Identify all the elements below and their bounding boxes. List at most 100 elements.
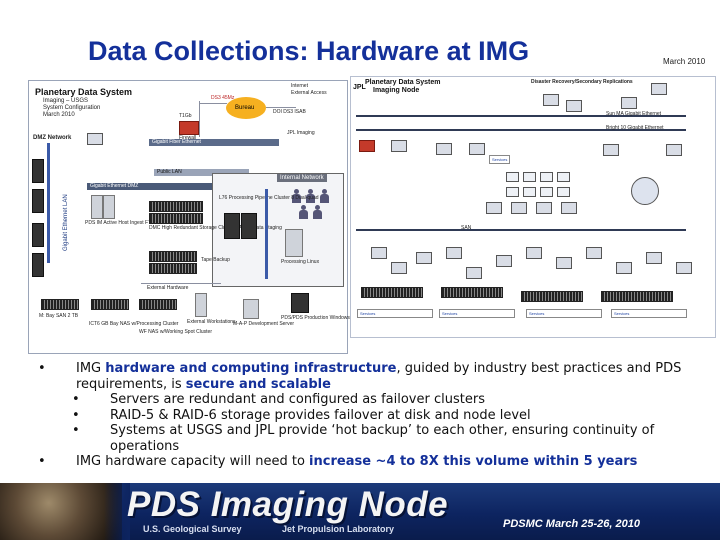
external-hardware-label: External Hardware bbox=[147, 285, 189, 291]
footer-image-fade bbox=[0, 483, 130, 540]
gigabit-ethernet-vertical-label: Gigabit Ethernet LAN bbox=[63, 194, 69, 251]
firewall-label: Firewall bbox=[179, 135, 197, 141]
san-label-right: SAN bbox=[461, 225, 472, 231]
storage-rack-icon bbox=[149, 201, 203, 212]
link-line bbox=[199, 101, 200, 137]
bullet-text: IMG hardware capacity will need to bbox=[76, 454, 310, 469]
pds-windows-server-icon bbox=[291, 293, 309, 313]
storage-node-icon bbox=[616, 262, 632, 274]
tape-rack-icon bbox=[149, 263, 197, 274]
jpl-title-line-2: Imaging Node bbox=[373, 87, 420, 94]
external-workstation-icon bbox=[195, 293, 207, 317]
service-callout: Services bbox=[526, 309, 602, 318]
storage-cloud-icon bbox=[631, 177, 659, 205]
usgs-title-line-3: System Configuration bbox=[43, 105, 101, 111]
bullet-item: •IMG hardware and computing infrastructu… bbox=[38, 361, 708, 392]
workstation-user-icon bbox=[312, 205, 322, 219]
wf-nas-label: WF NAS w/Working Spot Cluster bbox=[139, 329, 212, 335]
bullet-item: •IMG hardware capacity will need to incr… bbox=[38, 454, 708, 470]
storage-node-icon bbox=[526, 247, 542, 259]
t1-label: T1Gb bbox=[179, 113, 192, 119]
footer-conference: PDSMC March 25-26, 2010 bbox=[503, 518, 640, 530]
usgs-system-diagram: Planetary Data System Imaging – USGS Sys… bbox=[28, 80, 350, 354]
internal-ethernet-trunk bbox=[265, 189, 268, 279]
ds3-label: DS3 45Mz bbox=[211, 95, 235, 101]
pipeline-cluster-icon bbox=[224, 213, 240, 239]
dmz-label: DMZ Network bbox=[33, 135, 72, 141]
external-hardware-line bbox=[141, 283, 221, 284]
tape-rack-icon bbox=[149, 251, 197, 262]
pipeline-cluster-icon bbox=[241, 213, 257, 239]
jpl-imaging-label: JPL Imaging bbox=[287, 130, 315, 136]
pds-active-server-icon bbox=[91, 195, 103, 219]
jpl-diagram-title: Planetary Data System Imaging Node bbox=[365, 79, 440, 95]
top-backbone-line bbox=[356, 115, 686, 117]
highlighted-text: hardware and computing infrastructure bbox=[105, 361, 397, 376]
dmz-server-icon bbox=[32, 159, 44, 183]
external-access-label: External Access bbox=[291, 90, 327, 96]
jpl-server-icon bbox=[603, 144, 619, 156]
slide-title: Data Collections: Hardware at IMG bbox=[88, 36, 530, 66]
workstation-user-icon bbox=[305, 189, 315, 203]
footer-title: PDS Imaging Node bbox=[127, 485, 449, 524]
jpl-node-icon bbox=[561, 202, 577, 214]
jpl-router-icon bbox=[391, 140, 407, 152]
jpl-node-icon bbox=[536, 202, 552, 214]
disaster-recovery-label: Disaster Recovery/Secondary Replications bbox=[531, 79, 633, 85]
san-rack-icon bbox=[41, 299, 79, 310]
san-label: M: Bay SAN 2 TB bbox=[39, 313, 79, 319]
fiber-ethernet-bar: Gigabit Fiber Ethernet bbox=[149, 139, 279, 146]
jpl-workstation-icon bbox=[540, 187, 553, 197]
l76-label: L76 Processing Pipeline Cluster 8 Dual-q… bbox=[219, 195, 319, 201]
workstation-user-icon bbox=[319, 189, 329, 203]
jpl-workstation-icon bbox=[523, 172, 536, 182]
jpl-label: JPL bbox=[353, 84, 366, 91]
storage-node-icon bbox=[496, 255, 512, 267]
doi-label: DOI DS3 ISAB bbox=[273, 109, 306, 115]
dmc-label: DMC High Redundant Storage Cluster RAID … bbox=[149, 225, 282, 231]
jpl-workstation-icon bbox=[557, 172, 570, 182]
bullet-glyph: • bbox=[72, 423, 80, 438]
jpl-workstation-icon bbox=[540, 172, 553, 182]
bullet-text: RAID-5 & RAID-6 storage provides failove… bbox=[110, 407, 531, 423]
pds-active-server-icon bbox=[103, 195, 115, 219]
highlighted-text: secure and scalable bbox=[185, 376, 331, 392]
jpl-workstation-icon bbox=[557, 187, 570, 197]
bullet-text: Servers are redundant and configured as … bbox=[110, 392, 485, 407]
firewall-icon bbox=[179, 121, 199, 135]
mid-bar-label: Bright 10 Gigabit Ethernet bbox=[606, 125, 664, 131]
jpl-workstation-icon bbox=[506, 172, 519, 182]
jpl-title-line-1: Planetary Data System bbox=[365, 79, 441, 86]
map-dev-server-icon bbox=[243, 299, 259, 319]
tape-backup-label: Tape Backup bbox=[201, 257, 230, 263]
storage-rack-icon bbox=[149, 213, 203, 224]
jpl-node-icon bbox=[511, 202, 527, 214]
storage-node-icon bbox=[586, 247, 602, 259]
link-line bbox=[199, 103, 227, 104]
bullet-text: IMG bbox=[76, 361, 106, 376]
bullet-glyph: • bbox=[72, 407, 80, 423]
storage-node-icon bbox=[371, 247, 387, 259]
service-callout: Services bbox=[611, 309, 687, 318]
jpl-rack-icon bbox=[521, 291, 583, 302]
footer-usgs-label: U.S. Geological Survey bbox=[143, 524, 242, 534]
usgs-diagram-title: Planetary Data System bbox=[35, 87, 132, 97]
dmz-server-icon bbox=[32, 189, 44, 213]
storage-node-icon bbox=[676, 262, 692, 274]
processing-linux-icon bbox=[285, 229, 303, 257]
sub-bullet-item: • Systems at USGS and JPL provide ‘hot ba… bbox=[38, 423, 708, 454]
top-bar-label: Sun MA Gigabit Ethernet bbox=[606, 111, 662, 117]
workstation-user-icon bbox=[298, 205, 308, 219]
processing-linux-label: Processing Linux bbox=[281, 259, 320, 265]
jpl-switch-icon bbox=[469, 143, 485, 155]
internet-label: Internet bbox=[291, 83, 308, 89]
footer-banner: PDS Imaging Node U.S. Geological Survey … bbox=[0, 483, 720, 540]
workstation-user-icon bbox=[291, 189, 301, 203]
service-callout: Services bbox=[489, 155, 511, 164]
storage-node-icon bbox=[466, 267, 482, 279]
bullet-text: Systems at USGS and JPL provide ‘hot bac… bbox=[110, 423, 655, 454]
mid-backbone-line bbox=[356, 129, 686, 131]
pds-active-label: PDS IM Active Host Ingest FTP Server bbox=[85, 220, 171, 226]
link-line bbox=[266, 107, 296, 108]
internal-network-label: Internal Network bbox=[277, 174, 327, 182]
